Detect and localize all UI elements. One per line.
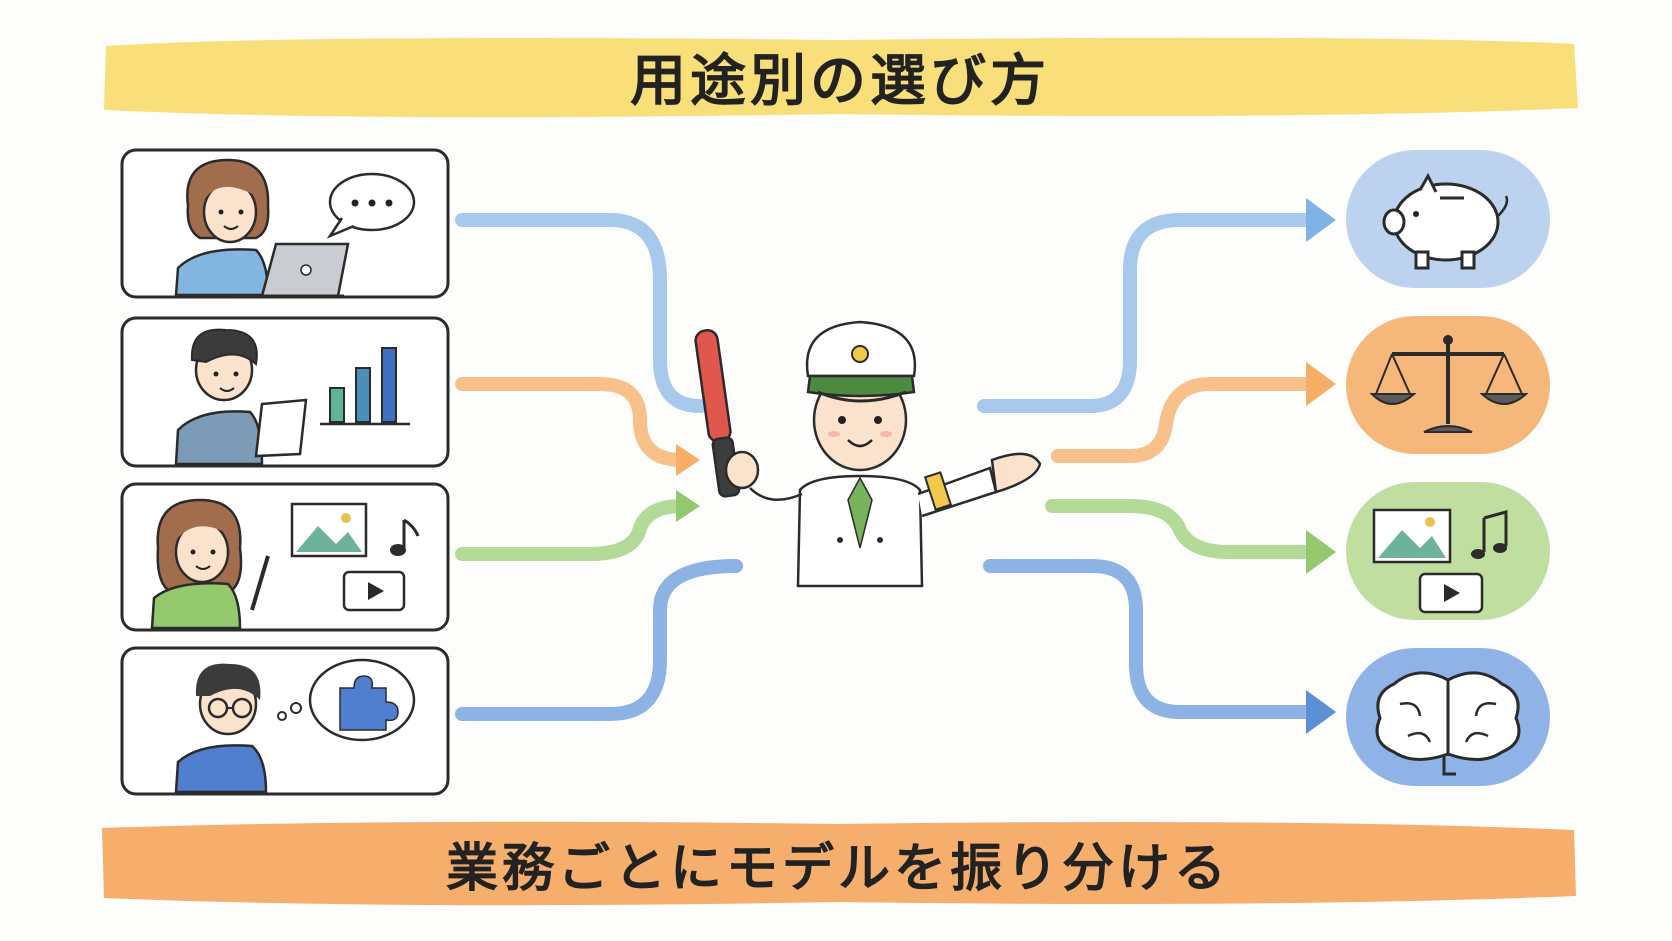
title-banner-background: [104, 37, 1578, 118]
woman-laptop-icon: [174, 158, 270, 297]
laptop-icon: [230, 242, 350, 298]
man-glasses-icon: [174, 663, 268, 794]
media-icon: [1372, 508, 1508, 614]
subtitle-banner-background: [102, 821, 1576, 906]
output-reasoning: [1346, 648, 1550, 786]
speech-bubble-icon: [326, 172, 416, 239]
puzzle-icon: [308, 658, 416, 742]
output-arrow-orange: [1051, 362, 1336, 463]
bar-chart-icon: [320, 347, 410, 426]
output-multimodal: [1346, 482, 1550, 620]
man-document-icon: [174, 328, 264, 466]
output-arrow-green: [1045, 499, 1336, 574]
cap-icon: [805, 320, 917, 403]
page-subtitle: 業務ごとにモデルを振り分ける: [445, 838, 1230, 899]
output-arrow-blue: [977, 198, 1336, 413]
input-arrow-blue: [455, 213, 707, 413]
music-note-icon: [390, 518, 420, 556]
user-card-creative: [120, 482, 450, 632]
woman-pencil-icon: [150, 498, 270, 630]
page-title: 用途別の選び方: [630, 48, 1050, 114]
subtitle-banner: 業務ごとにモデルを振り分ける: [98, 818, 1578, 908]
image-icon: [290, 502, 368, 558]
input-arrow-deep-blue: [455, 559, 743, 721]
user-card-thinking: [120, 646, 450, 796]
balance-scale-icon: [1369, 335, 1529, 433]
input-arrow-orange: [455, 377, 700, 476]
output-cost: [1346, 150, 1550, 288]
input-arrow-green: [455, 490, 700, 561]
brain-icon: [1375, 671, 1521, 776]
user-card-chat: [120, 148, 450, 299]
piggy-bank-icon: [1382, 172, 1509, 270]
video-icon: [342, 570, 406, 612]
traffic-conductor-icon: [694, 320, 1042, 588]
user-card-analytics: [120, 316, 450, 468]
title-banner: 用途別の選び方: [100, 34, 1580, 118]
document-icon: [254, 398, 308, 458]
output-arrow-deep-blue: [983, 559, 1336, 734]
output-balance: [1346, 316, 1550, 454]
thought-dots-icon: [277, 702, 302, 721]
